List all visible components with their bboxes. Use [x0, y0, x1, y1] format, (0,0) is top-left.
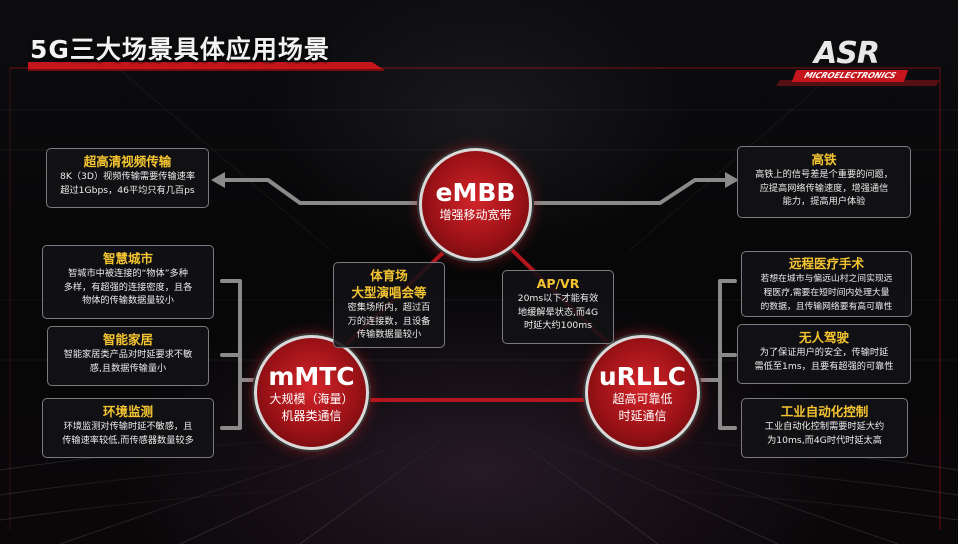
- card-line: 8K（3D）视频传输需要传输速率: [59, 171, 196, 182]
- card-line: 传输数据量较小: [356, 329, 422, 340]
- page-title: 5G三大场景具体应用场景: [30, 35, 330, 64]
- card-line: 环境监测对传输时延不敏感，且: [63, 421, 193, 432]
- card-heading: 工业自动化控制: [780, 404, 869, 419]
- card-line: 超过1Gbps，46平均只有几百ps: [60, 184, 195, 196]
- node-urllc: uRLLC 超高可靠低 时延通信: [585, 335, 700, 450]
- card-heading: 智慧城市: [102, 251, 153, 266]
- card-heading: 无人驾驶: [798, 330, 849, 345]
- card-line: 高铁上的信号差是个重要的问题，: [755, 169, 893, 180]
- card-line: 万的连接数，且设备: [347, 315, 431, 327]
- card-autonomous: 无人驾驶 为了保证用户的安全，传输时延 需低至1ms，且要有超强的可靠性: [737, 324, 911, 384]
- card-line: 地缓解晕状态,而4G: [517, 306, 599, 318]
- card-line: 的数据，且传输网络要有高可靠性: [760, 302, 893, 312]
- card-high-speed-rail: 高铁 高铁上的信号差是个重要的问题， 应提高网络传输速度，增强通信 能力，提高用…: [737, 146, 911, 218]
- card-smart-home: 智能家居 智能家居类产品对时延要求不敏 感,且数据传输量小: [47, 326, 209, 386]
- card-heading: 环境监测: [102, 404, 153, 419]
- card-hd-video: 超高清视频传输 8K（3D）视频传输需要传输速率 超过1Gbps，46平均只有几…: [46, 148, 209, 208]
- card-line: 工业自动化控制需要时延大约: [764, 421, 885, 432]
- node-embb-label: 增强移动宽带: [439, 208, 512, 222]
- node-urllc-label-2: 时延通信: [618, 409, 667, 423]
- arrow-right-icon: [725, 172, 739, 188]
- node-mmtc: mMTC 大规模（海量） 机器类通信: [254, 335, 369, 450]
- connector-urllc-industrial: [718, 378, 737, 430]
- card-line: 密集场所内，超过百: [347, 302, 431, 313]
- node-mmtc-label-2: 机器类通信: [281, 409, 342, 423]
- card-heading-2: 大型演唱会等: [351, 285, 427, 300]
- connector-mmtc-env: [220, 378, 242, 430]
- card-env-monitor: 环境监测 环境监测对传输时延不敏感，且 传输速率较低,而传感器数量较多: [42, 398, 214, 458]
- card-remote-medical: 远程医疗手术 若想在城市与偏远山村之间实现远 程医疗,需要在短时间内处理大量 的…: [741, 251, 912, 317]
- card-ar-vr: AP/VR 20ms以下才能有效 地缓解晕状态,而4G 时延大约100ms: [502, 270, 614, 344]
- card-heading: 远程医疗手术: [788, 256, 864, 271]
- card-line: 智城市中被连接的“物体”多种: [68, 268, 188, 279]
- card-heading: 超高清视频传输: [83, 154, 172, 169]
- card-line: 传输速率较低,而传感器数量较多: [62, 434, 194, 446]
- connector-embb-rail: [528, 178, 727, 205]
- card-line: 时延大约100ms: [523, 320, 593, 331]
- card-heading: 高铁: [811, 152, 837, 167]
- card-line: 能力，提高用户体验: [782, 196, 866, 207]
- logo-sub: MICROELECTRONICS: [791, 70, 909, 82]
- card-line: 应提高网络传输速度，增强通信: [759, 182, 889, 194]
- card-line: 需低至1ms，且要有超强的可靠性: [754, 360, 894, 372]
- connector-urllc-medical: [696, 279, 737, 382]
- card-line: 20ms以下才能有效: [517, 293, 599, 304]
- card-line: 物体的传输数据量较小: [82, 295, 174, 306]
- card-line: 为10ms,而4G时代时延太高: [767, 434, 882, 446]
- connector-embb-hd-video: [223, 178, 422, 205]
- card-smart-city: 智慧城市 智城市中被连接的“物体”多种 多样，有超强的连接密度，且各 物体的传输…: [42, 245, 214, 319]
- connector-mmtc-city: [220, 279, 262, 382]
- card-line: 智能家居类产品对时延要求不敏: [63, 349, 193, 360]
- node-embb: eMBB 增强移动宽带: [419, 148, 532, 261]
- logo-main: ASR: [814, 36, 880, 71]
- card-line: 若想在城市与偏远山村之间实现远: [760, 274, 893, 284]
- card-heading-1: 体育场: [370, 268, 408, 283]
- node-urllc-label-1: 超高可靠低: [612, 392, 673, 406]
- card-line: 程医疗,需要在短时间内处理大量: [763, 288, 890, 298]
- card-line: 为了保证用户的安全，传输时延: [759, 347, 889, 358]
- arrow-left-icon: [211, 172, 225, 188]
- node-embb-name: eMBB: [435, 178, 516, 207]
- node-urllc-name: uRLLC: [598, 362, 687, 391]
- card-heading: AP/VR: [536, 276, 580, 291]
- card-line: 感,且数据传输量小: [89, 362, 167, 374]
- asr-logo: ASR MICROELECTRONICS: [791, 36, 912, 84]
- card-industrial: 工业自动化控制 工业自动化控制需要时延大约 为10ms,而4G时代时延太高: [741, 398, 908, 458]
- card-line: 多样，有超强的连接密度，且各: [63, 281, 193, 293]
- card-stadium: 体育场 大型演唱会等 密集场所内，超过百 万的连接数，且设备 传输数据量较小: [333, 262, 445, 348]
- card-heading: 智能家居: [102, 332, 153, 347]
- node-mmtc-label-1: 大规模（海量）: [269, 392, 354, 406]
- node-mmtc-name: mMTC: [268, 362, 355, 391]
